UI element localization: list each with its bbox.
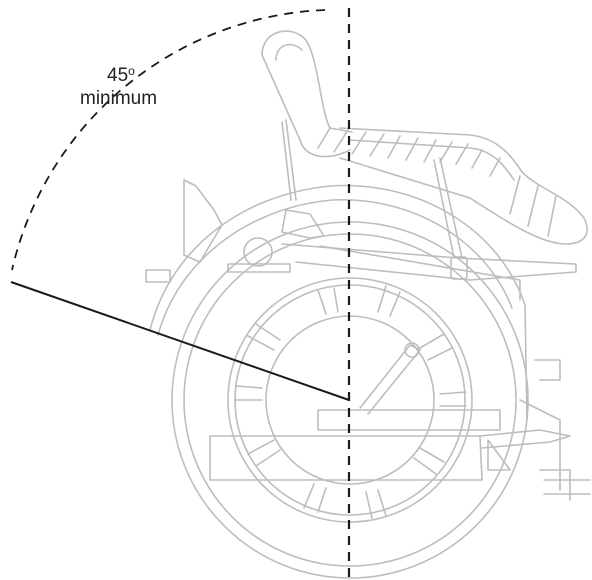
angle-value-text: 45 xyxy=(107,65,129,86)
footrest-bar xyxy=(209,409,571,481)
seat xyxy=(317,127,588,245)
tilt-reference-line xyxy=(10,281,350,401)
wheelchair-drawing xyxy=(145,30,591,579)
wheel-spokes xyxy=(235,285,467,519)
fender xyxy=(149,184,528,421)
degree-mark: o xyxy=(128,64,135,78)
angle-value-label: 45o xyxy=(107,64,135,86)
angle-arc xyxy=(11,9,326,271)
minimum-label: minimum xyxy=(80,88,158,109)
backrest xyxy=(261,30,353,239)
